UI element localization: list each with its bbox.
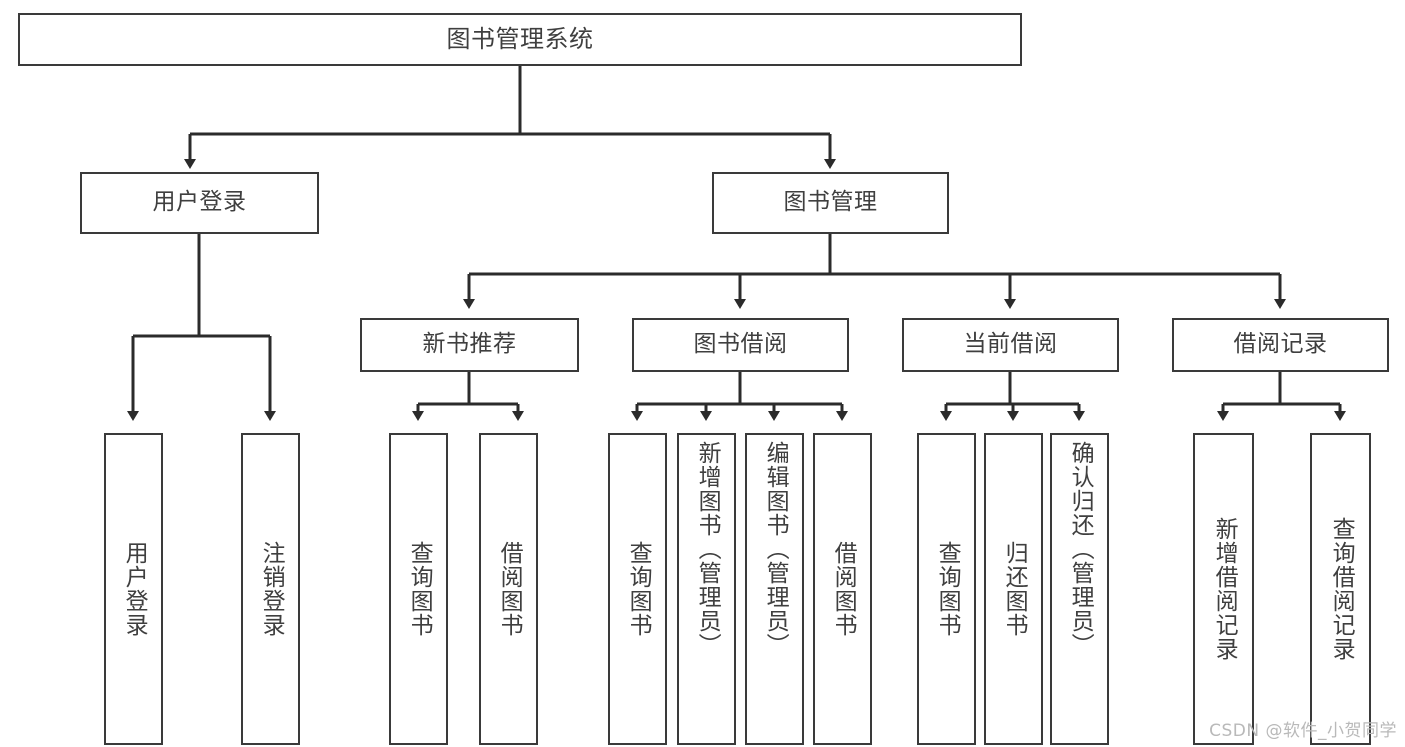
node-label: 新增图书（管理员）	[694, 441, 721, 657]
node-label: 查询借阅记录	[1328, 517, 1355, 661]
watermark-text: CSDN @软件_小贺同学	[1209, 721, 1397, 741]
leaf-book-borrow-query[interactable]: 查询图书	[608, 433, 667, 745]
node-label: 图书借阅	[693, 331, 788, 358]
node-label: 借阅记录	[1233, 331, 1328, 358]
node-label: 新增借阅记录	[1211, 517, 1238, 661]
node-label: 编辑图书（管理员）	[762, 441, 789, 657]
node-borrow-record[interactable]: 借阅记录	[1172, 318, 1389, 372]
leaf-current-borrow-confirm-return[interactable]: 确认归还（管理员）	[1050, 433, 1109, 745]
leaf-borrow-record-add[interactable]: 新增借阅记录	[1193, 433, 1254, 745]
node-label: 确认归还（管理员）	[1067, 441, 1094, 657]
node-label: 查询图书	[625, 541, 652, 637]
node-label: 查询图书	[934, 541, 961, 637]
leaf-borrow-record-query[interactable]: 查询借阅记录	[1310, 433, 1371, 745]
leaf-book-borrow-add[interactable]: 新增图书（管理员）	[677, 433, 736, 745]
node-label: 查询图书	[406, 541, 433, 637]
node-label: 用户登录	[121, 541, 148, 637]
leaf-user-login-logout[interactable]: 注销登录	[241, 433, 300, 745]
node-book-management[interactable]: 图书管理	[712, 172, 949, 234]
node-label: 新书推荐	[422, 331, 517, 358]
leaf-new-book-borrow[interactable]: 借阅图书	[479, 433, 538, 745]
node-label: 归还图书	[1001, 541, 1028, 637]
leaf-book-borrow-borrow[interactable]: 借阅图书	[813, 433, 872, 745]
node-label: 借阅图书	[496, 541, 523, 637]
leaf-current-borrow-query[interactable]: 查询图书	[917, 433, 976, 745]
node-root-system[interactable]: 图书管理系统	[18, 13, 1022, 66]
node-label: 图书管理系统	[446, 25, 594, 54]
node-user-login[interactable]: 用户登录	[80, 172, 319, 234]
leaf-book-borrow-edit[interactable]: 编辑图书（管理员）	[745, 433, 804, 745]
leaf-user-login-login[interactable]: 用户登录	[104, 433, 163, 745]
node-new-book-recommend[interactable]: 新书推荐	[360, 318, 579, 372]
leaf-current-borrow-return[interactable]: 归还图书	[984, 433, 1043, 745]
node-book-borrow[interactable]: 图书借阅	[632, 318, 849, 372]
node-label: 注销登录	[258, 541, 285, 637]
node-current-borrow[interactable]: 当前借阅	[902, 318, 1119, 372]
node-label: 当前借阅	[963, 331, 1058, 358]
node-label: 用户登录	[152, 189, 247, 216]
node-label: 借阅图书	[830, 541, 857, 637]
leaf-new-book-query[interactable]: 查询图书	[389, 433, 448, 745]
node-label: 图书管理	[783, 189, 878, 216]
